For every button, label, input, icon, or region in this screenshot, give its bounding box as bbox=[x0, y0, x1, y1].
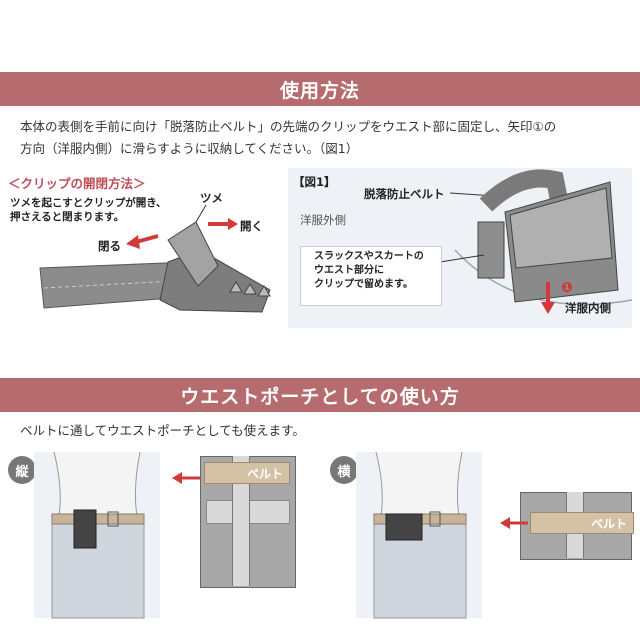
section-title-text: 使用方法 bbox=[279, 79, 360, 102]
horizontal-person-illustration bbox=[373, 451, 467, 619]
clip-desc-line-2: 押さえると閉まります。 bbox=[10, 211, 125, 223]
clip-description: ツメを起こすとクリップが開き、 押さえると閉まります。 bbox=[10, 196, 167, 224]
figure1-belt-label: 脱落防止ベルト bbox=[364, 187, 445, 201]
vertical-strap bbox=[232, 456, 250, 586]
open-label: 開く bbox=[240, 219, 263, 233]
figure1-outside-label: 洋服外側 bbox=[300, 213, 346, 227]
instruction-line-2: 方向（洋服内側）に滑らすように収納してください。（図1） bbox=[20, 141, 359, 156]
instruction-text: 本体の表側を手前に向け「脱落防止ベルト」の先端のクリップをウエスト部に固定し、矢… bbox=[20, 116, 630, 160]
section-title-waist-pouch: ウエストポーチとしての使い方 bbox=[0, 378, 640, 412]
close-arrow-icon bbox=[126, 235, 140, 249]
vertical-badge: 縦 bbox=[8, 456, 36, 484]
open-arrow-icon bbox=[228, 218, 238, 230]
figure1-note-line-1: スラックスやスカートの bbox=[314, 251, 424, 262]
figure1-inside-label: 洋服内側 bbox=[565, 301, 611, 315]
figure1-marker: ❶ bbox=[561, 280, 573, 296]
figure1-note-line-2: ウエスト部分に bbox=[314, 265, 384, 276]
horizontal-pouch-icon bbox=[385, 513, 423, 541]
close-label: 閉る bbox=[98, 239, 121, 253]
instruction-line-1: 本体の表側を手前に向け「脱落防止ベルト」の先端のクリップをウエスト部に固定し、矢… bbox=[20, 119, 557, 134]
horizontal-belt-label: ベルト bbox=[590, 516, 627, 531]
figure1-tag: 【図1】 bbox=[293, 175, 336, 189]
figure1-note: スラックスやスカートの ウエスト部分に クリップで留めます。 bbox=[314, 250, 424, 292]
vertical-pouch-icon bbox=[73, 509, 97, 549]
vertical-arrow-icon bbox=[172, 472, 182, 484]
vertical-person-illustration bbox=[51, 451, 145, 619]
clip-desc-line-1: ツメを起こすとクリップが開き、 bbox=[10, 197, 167, 209]
tab-label: ツメ bbox=[200, 191, 223, 205]
horizontal-photo bbox=[356, 451, 482, 619]
waist-pouch-subtitle: ベルトに通してウエストポーチとしても使えます。 bbox=[20, 423, 305, 438]
vertical-photo bbox=[34, 451, 160, 619]
clip-heading: ＜クリップの開閉方法＞ bbox=[8, 176, 146, 191]
horizontal-arrow-icon bbox=[500, 517, 510, 529]
vertical-belt: ベルト bbox=[204, 462, 290, 484]
horizontal-belt: ベルト bbox=[530, 512, 634, 534]
section-title-usage: 使用方法 bbox=[0, 72, 640, 106]
vertical-belt-label: ベルト bbox=[246, 466, 283, 481]
horizontal-badge: 横 bbox=[330, 456, 358, 484]
figure1-note-line-3: クリップで留めます。 bbox=[314, 279, 413, 290]
insert-arrow-icon bbox=[541, 302, 555, 314]
figure1-note-box bbox=[300, 246, 442, 306]
section2-title-text: ウエストポーチとしての使い方 bbox=[180, 385, 460, 408]
